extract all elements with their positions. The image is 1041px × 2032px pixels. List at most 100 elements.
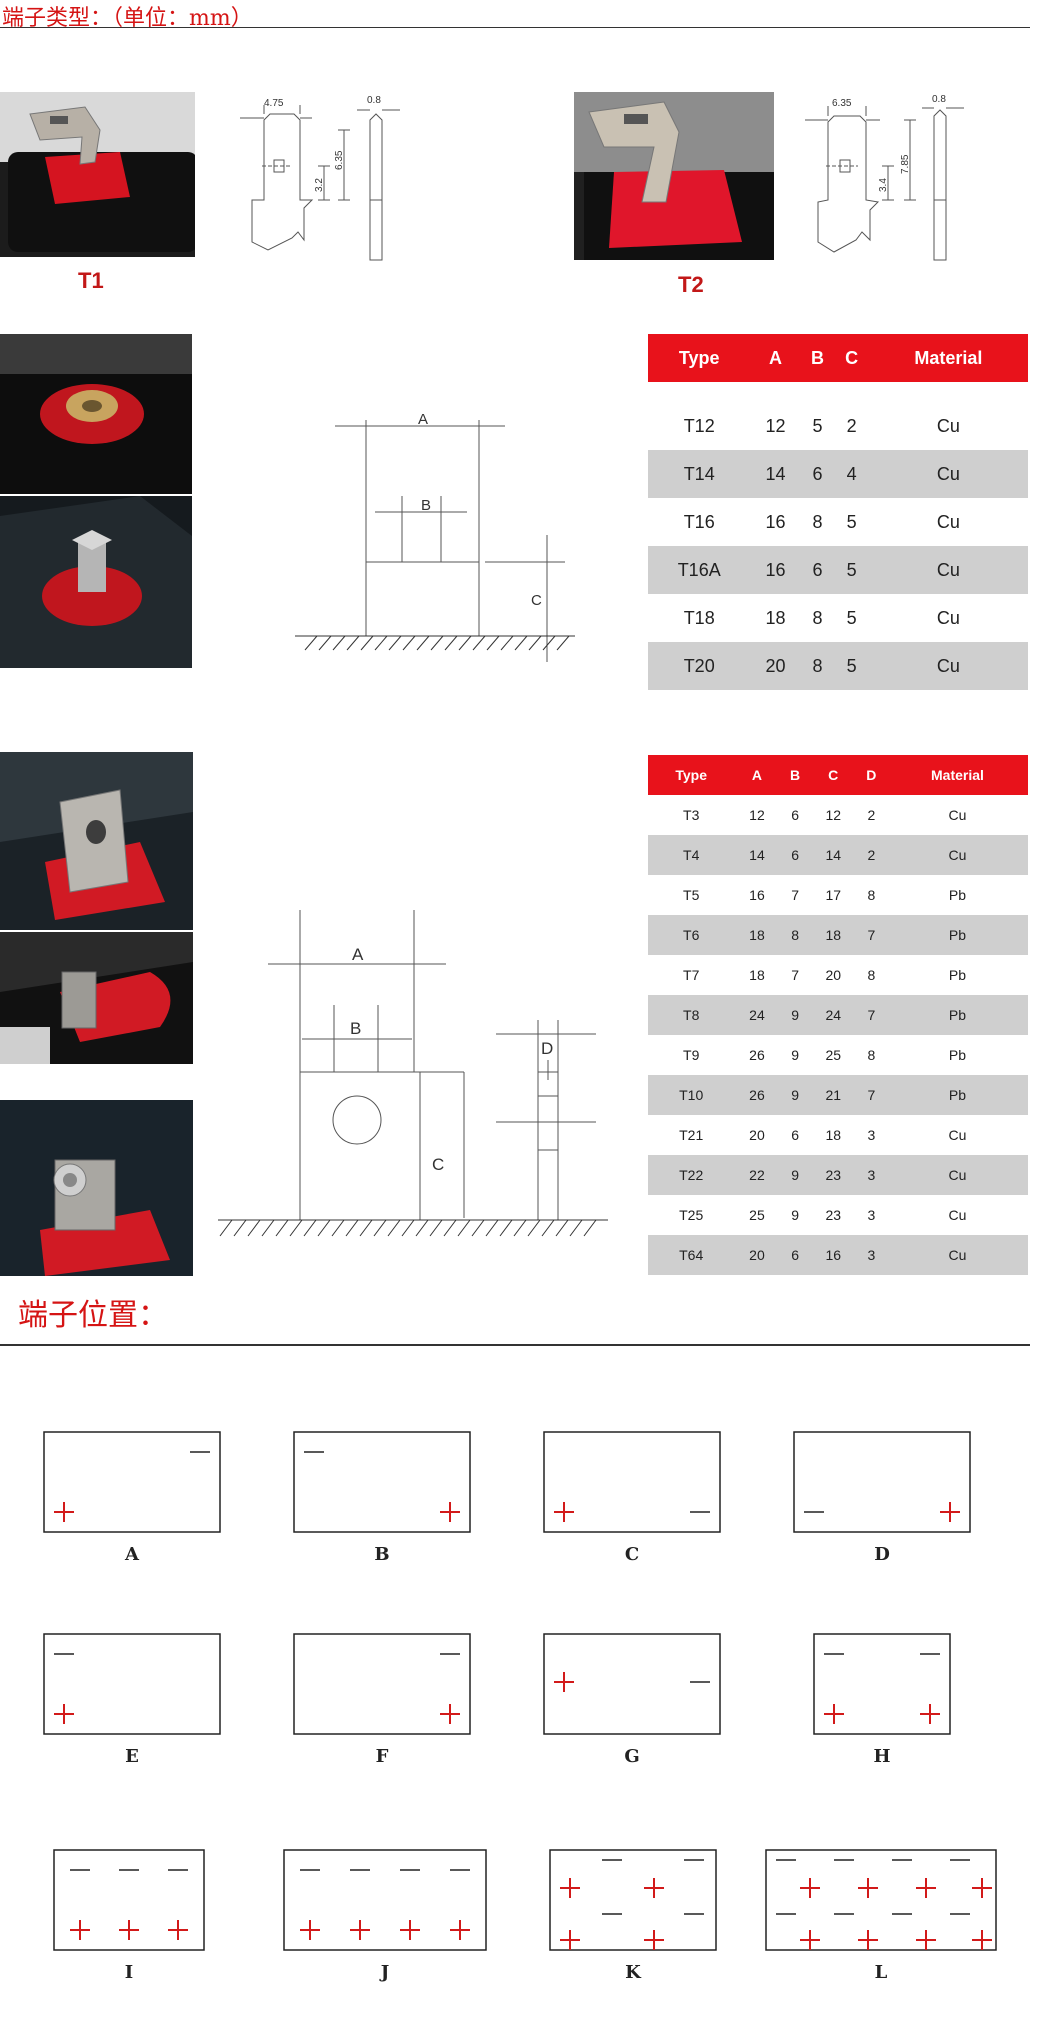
table-cell: 7 <box>791 967 799 983</box>
table-cell: 12 <box>765 415 786 436</box>
table-cell: 18 <box>810 915 856 955</box>
table-cell: Cu <box>868 450 1028 498</box>
table-cell: 20 <box>825 967 842 983</box>
table-cell: T3 <box>683 807 700 823</box>
table-cell: 14 <box>750 450 801 498</box>
table-cell: Cu <box>886 1155 1028 1195</box>
table-cell: 9 <box>779 995 811 1035</box>
positive-terminal-icon <box>800 1878 820 1898</box>
positive-terminal-icon <box>972 1930 992 1950</box>
table-header: Material <box>868 334 1028 382</box>
terminal-position-label: B <box>374 1544 390 1565</box>
table-cell: 25 <box>749 1207 765 1223</box>
table-cell: 7 <box>855 995 887 1035</box>
battery-outline <box>283 1849 487 1951</box>
table-cell: Pb <box>948 887 967 903</box>
table-cell: Cu <box>886 835 1028 875</box>
table-cell: 18 <box>734 915 780 955</box>
table-header: A <box>734 755 780 795</box>
table-cell: 3 <box>855 1155 887 1195</box>
page-title: 端子类型：（单位：mm） <box>2 6 253 31</box>
table-header: Type <box>648 755 735 795</box>
table-cell: Pb <box>886 915 1028 955</box>
battery-outline <box>43 1431 221 1533</box>
table-cell: 22 <box>734 1155 780 1195</box>
battery-outline <box>813 1633 951 1735</box>
terminal-position-label: A <box>125 1544 139 1565</box>
table-header: B <box>800 334 835 382</box>
terminal-position-label: I <box>124 1962 134 1983</box>
table-header: Material <box>886 755 1028 795</box>
section2-dimension-drawing: A B C <box>295 411 575 662</box>
table-cell: T22 <box>648 1155 735 1195</box>
table-cell: 18 <box>825 1127 842 1143</box>
table-cell: T5 <box>683 887 700 903</box>
table-cell: 23 <box>825 1207 842 1223</box>
section3-photo-1 <box>0 752 193 930</box>
table-cell: 3 <box>867 1127 876 1143</box>
table-cell: 26 <box>749 1047 765 1063</box>
table-cell: Cu <box>948 807 967 823</box>
terminal-position-label: E <box>125 1746 139 1767</box>
table-cell: 9 <box>791 1207 799 1223</box>
table-cell: 5 <box>834 642 869 690</box>
positive-terminal-icon <box>644 1930 664 1950</box>
t2-photo <box>574 92 774 260</box>
terminal-position-k <box>549 1849 717 1951</box>
section3-label-d: D <box>541 1039 553 1058</box>
positive-terminal-icon <box>858 1930 878 1950</box>
table-cell: 12 <box>749 807 765 823</box>
table-cell: T18 <box>683 607 715 628</box>
table-header: Type <box>648 334 751 382</box>
table-cell: 18 <box>765 607 786 628</box>
positive-terminal-icon <box>916 1930 936 1950</box>
table-cell: T6 <box>648 915 735 955</box>
table-cell: 17 <box>825 887 842 903</box>
section3-label-a: A <box>352 945 364 964</box>
section3-photo-3 <box>0 1100 193 1276</box>
table-header: C <box>834 334 869 382</box>
table-cell: 14 <box>810 835 856 875</box>
section3-dimension-drawing: A B C D <box>218 910 608 1237</box>
t2-dim-thickness: 0.8 <box>932 94 946 105</box>
table-cell: 2 <box>846 415 857 436</box>
table-cell: 5 <box>834 546 869 594</box>
table-cell: 23 <box>810 1155 856 1195</box>
section3-label-c: C <box>432 1155 444 1174</box>
table-cell: 8 <box>867 1047 876 1063</box>
battery-outline <box>543 1431 721 1533</box>
table-cell: T25 <box>679 1207 704 1223</box>
section2-label-a: A <box>418 411 428 428</box>
battery-outline <box>765 1849 997 1951</box>
t1-dim-height: 6.35 <box>334 150 345 170</box>
table-cell: T16 <box>683 511 715 532</box>
terminal-position-label: D <box>874 1544 890 1565</box>
table-cell: 8 <box>779 915 811 955</box>
table-cell: 16 <box>810 1235 856 1275</box>
table-cell: T4 <box>648 835 735 875</box>
table-cell: 8 <box>812 607 823 628</box>
terminal-position-label: K <box>625 1962 641 1983</box>
terminal-position-f <box>293 1633 471 1735</box>
table-cell: 3 <box>855 1235 887 1275</box>
positive-terminal-icon <box>560 1930 580 1950</box>
table-cell: Cu <box>948 1127 967 1143</box>
positive-terminal-icon <box>858 1878 878 1898</box>
table-cell: T64 <box>648 1235 735 1275</box>
positive-terminal-icon <box>554 1672 574 1692</box>
terminal-position-label: J <box>380 1962 390 1983</box>
table-cell: 6 <box>800 546 835 594</box>
battery-outline <box>793 1431 971 1533</box>
terminal-position-g <box>543 1633 721 1735</box>
terminal-position-d <box>793 1431 971 1533</box>
